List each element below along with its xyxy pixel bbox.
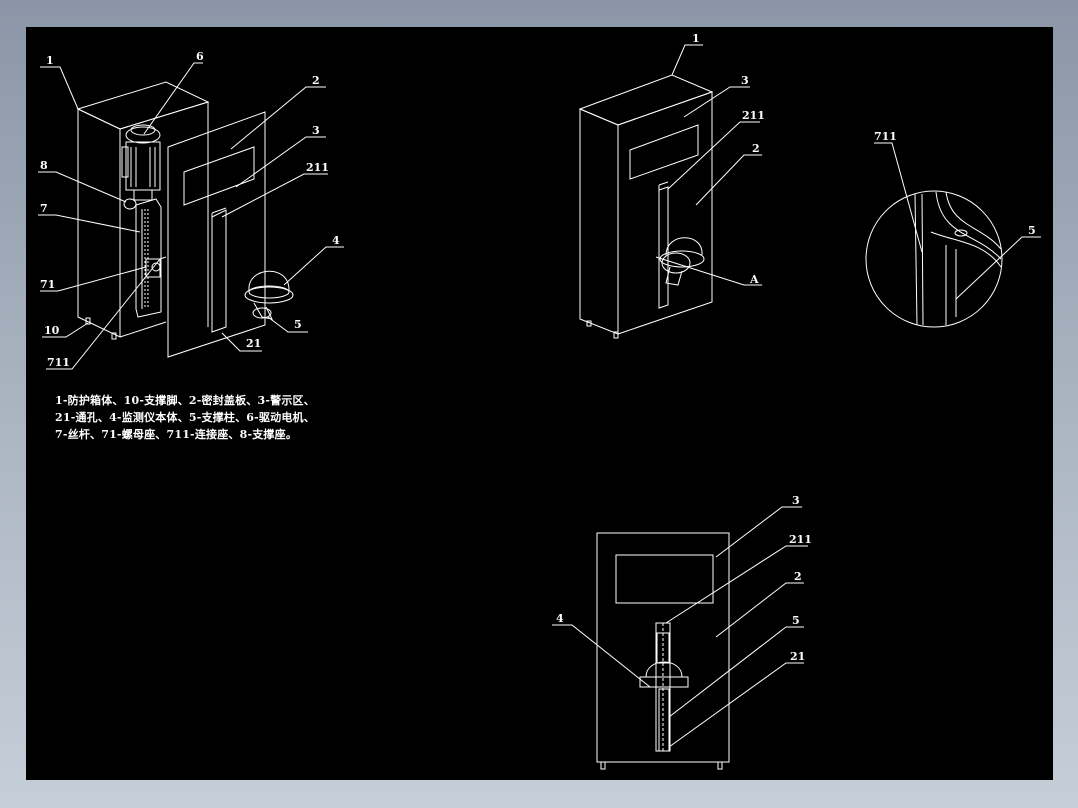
label-A: A [749, 273, 759, 286]
support-leg [586, 320, 592, 327]
warning-area [615, 554, 714, 604]
label-2: 2 [312, 74, 320, 87]
label-4: 4 [332, 234, 340, 247]
support-leg [600, 761, 606, 770]
view-assembled-isometric: 1 3 211 2 A [578, 32, 765, 339]
label-2: 2 [794, 570, 802, 583]
label-3: 3 [312, 124, 320, 137]
label-3: 3 [741, 74, 749, 87]
box-front-cover [617, 91, 713, 335]
label-21: 21 [246, 337, 261, 350]
support-column [253, 302, 273, 320]
label-7: 7 [40, 202, 48, 215]
view-detail-a: 711 5 [865, 130, 1041, 328]
screw-rod-frame [135, 198, 162, 318]
support-column [658, 688, 670, 752]
label-71: 71 [40, 278, 55, 291]
monitor-body [248, 270, 290, 291]
support-leg [717, 761, 723, 770]
label-4: 4 [556, 612, 564, 625]
box-front [596, 532, 730, 763]
sealing-cover-plate [167, 111, 266, 358]
monitor-body [665, 237, 703, 256]
warning-area [183, 146, 255, 206]
support-leg [85, 317, 91, 325]
label-1: 1 [692, 32, 700, 45]
support-leg [613, 331, 619, 339]
box-back-edge [119, 101, 209, 327]
detail-circle [865, 190, 1003, 328]
label-8: 8 [40, 159, 48, 172]
label-211: 211 [789, 533, 812, 546]
legend-line-3: 7-丝杆、71-螺母座、711-连接座、8-支撑座。 [55, 428, 298, 441]
label-711: 711 [47, 356, 70, 369]
label-2: 2 [752, 142, 760, 155]
box-side [77, 108, 121, 338]
legend-line-2: 21-通孔、4-监测仪本体、5-支撑柱、6-驱动电机、 [55, 411, 315, 424]
label-6: 6 [196, 50, 204, 63]
box-top [578, 74, 714, 126]
label-1: 1 [46, 54, 54, 67]
support-leg [111, 332, 117, 340]
label-5: 5 [792, 614, 800, 627]
monitor-body [645, 661, 683, 678]
warning-area [629, 124, 699, 180]
label-21: 21 [790, 650, 805, 663]
box-side [579, 108, 619, 335]
label-3: 3 [792, 494, 800, 507]
cad-drawing: 1 6 2 3 211 4 8 7 71 10 711 5 21 [38, 32, 1041, 770]
through-hole [658, 186, 669, 309]
support-seat [123, 198, 137, 210]
through-hole [211, 209, 227, 333]
drawing-canvas: 1 6 2 3 211 4 8 7 71 10 711 5 21 [26, 27, 1053, 780]
label-5: 5 [294, 318, 302, 331]
label-211: 211 [306, 161, 329, 174]
view-exploded-isometric: 1 6 2 3 211 4 8 7 71 10 711 5 21 [38, 50, 344, 370]
label-10: 10 [44, 324, 60, 337]
label-711: 711 [874, 130, 897, 143]
view-front: 3 211 2 4 5 21 [552, 494, 812, 770]
label-5: 5 [1028, 224, 1036, 237]
label-211: 211 [742, 109, 765, 122]
legend-line-1: 1-防护箱体、10-支撑脚、2-密封盖板、3-警示区、 [55, 394, 315, 407]
